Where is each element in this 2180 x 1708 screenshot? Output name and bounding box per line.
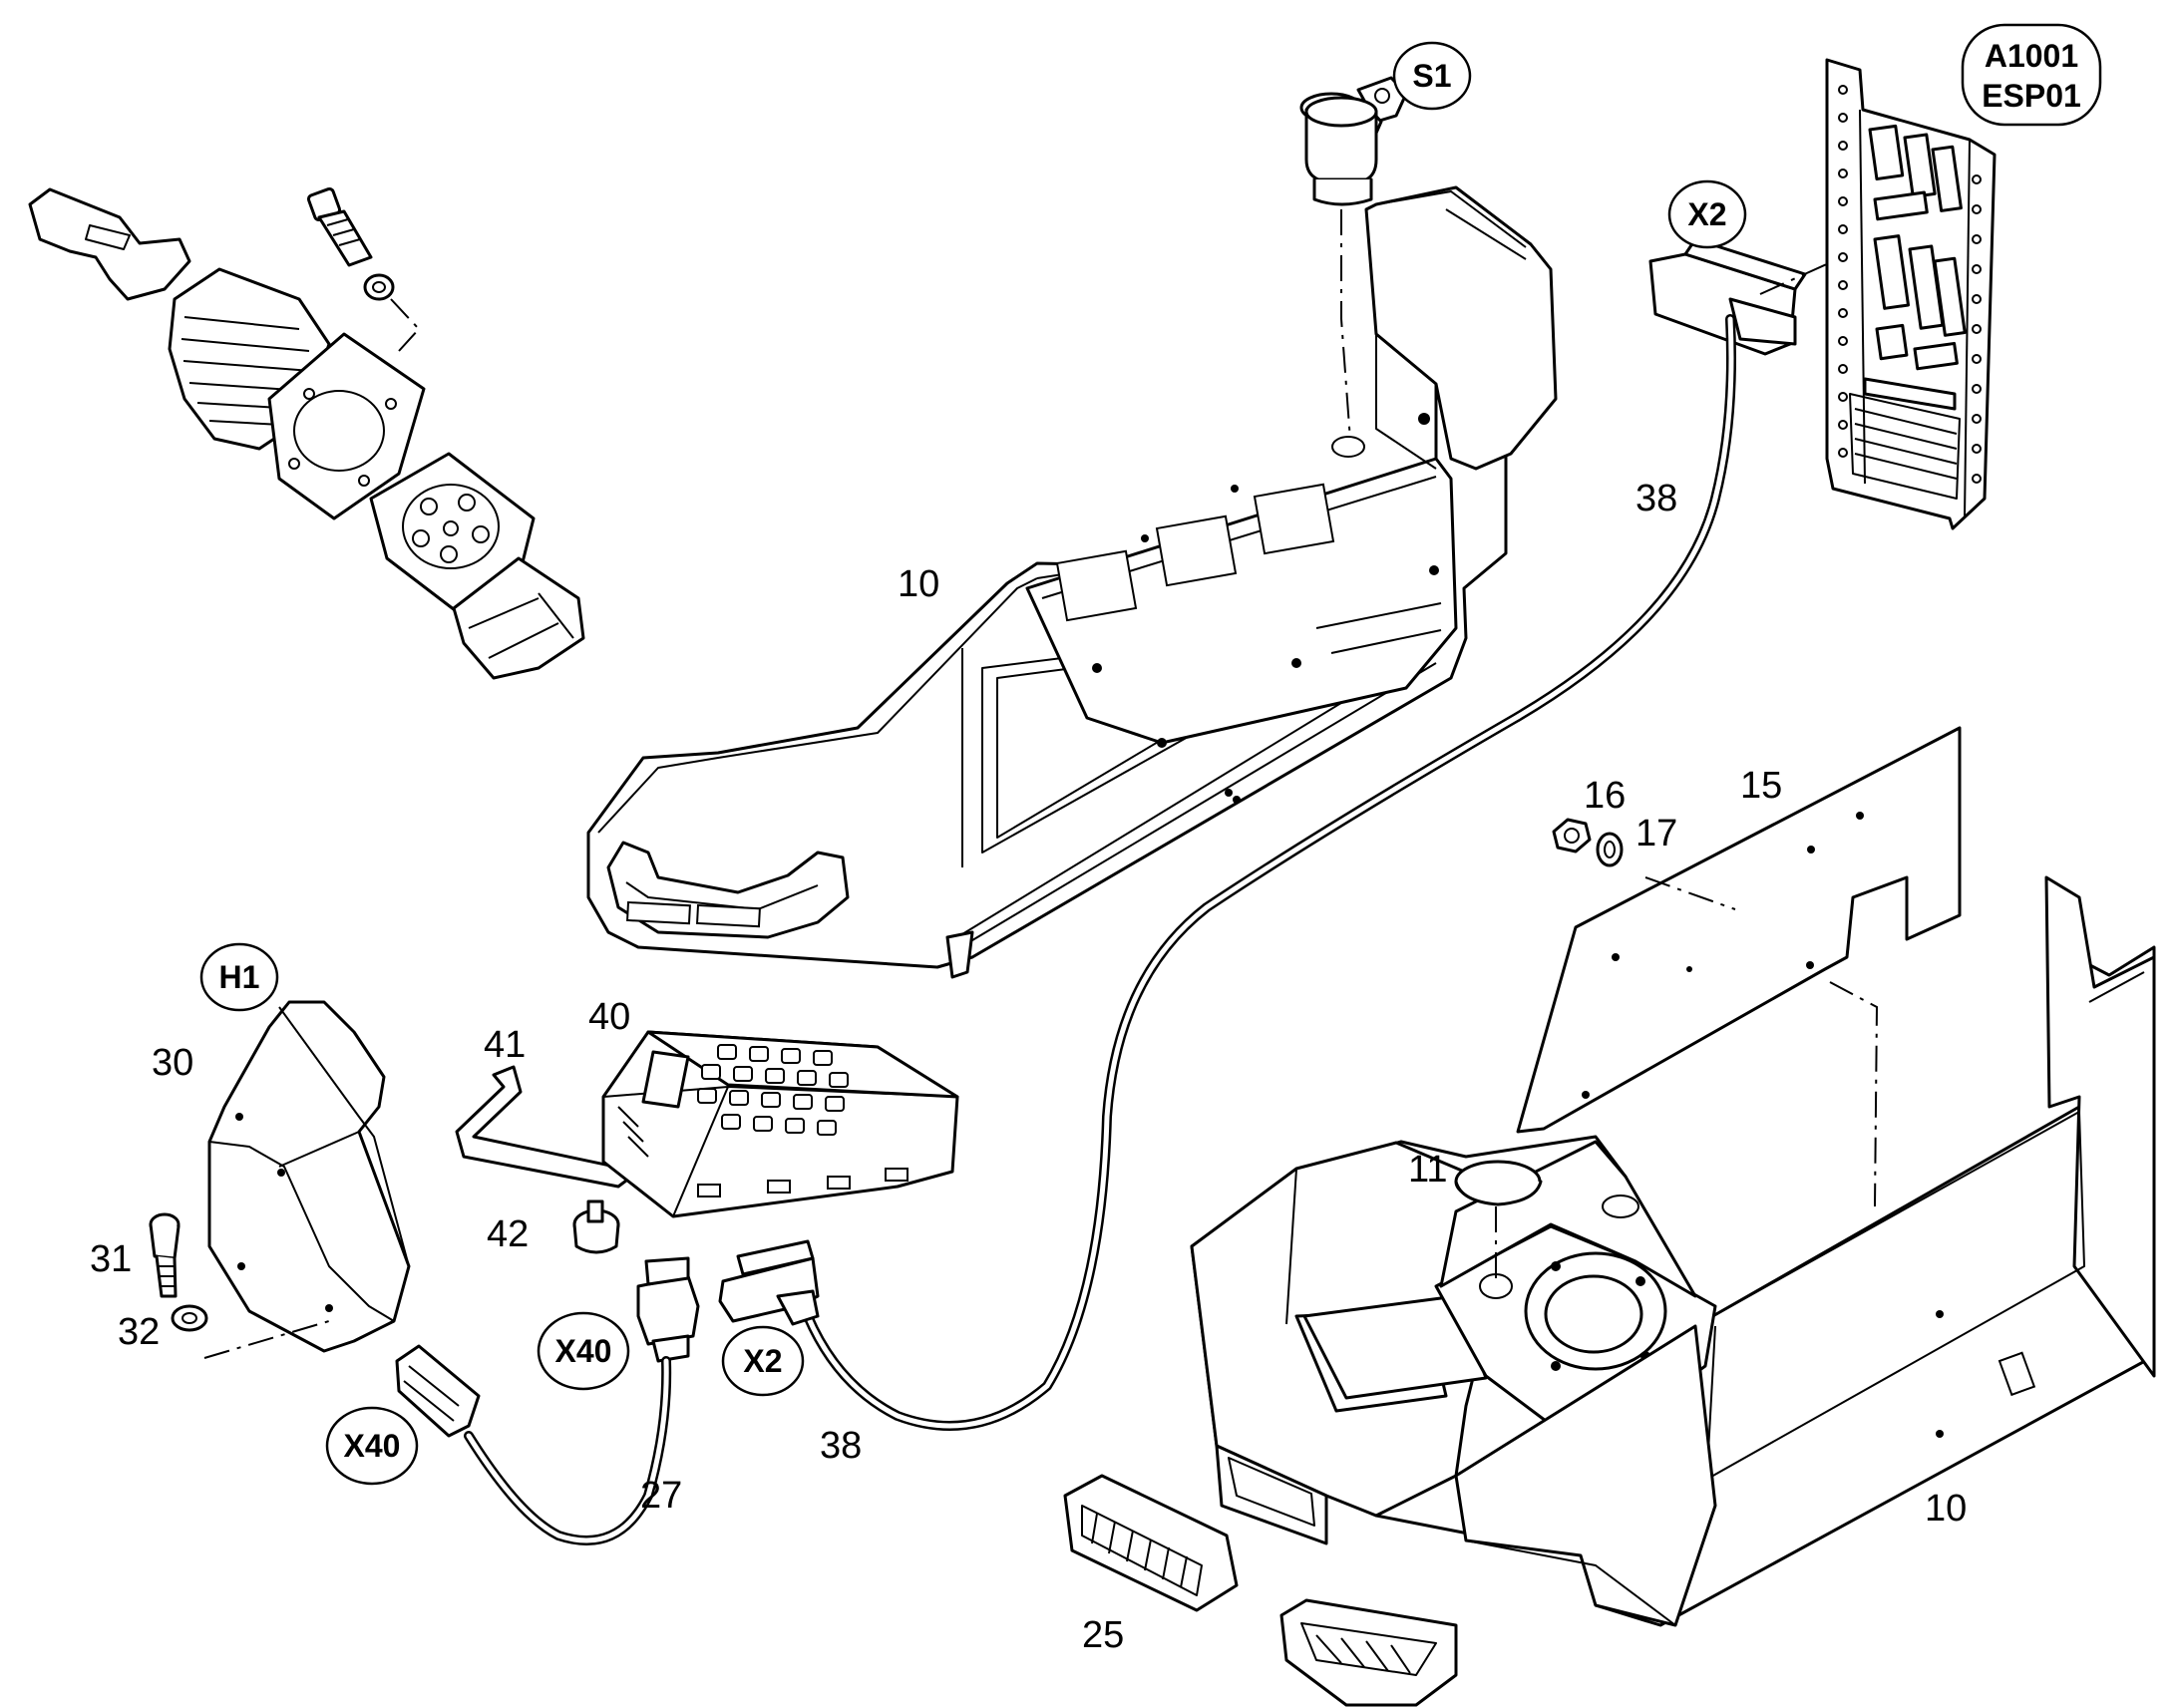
joystick-lever-icon	[28, 187, 426, 520]
tag-a1001: A1001 ESP01	[1961, 23, 2102, 127]
washer-17	[1596, 832, 1624, 867]
tag-s1-label: S1	[1412, 58, 1451, 94]
callout-27: 27	[640, 1475, 682, 1517]
vent-grille-25	[1063, 1474, 1239, 1612]
x40-connector-cable	[636, 1256, 700, 1363]
callout-10-upper: 10	[898, 563, 939, 605]
tag-x40-cable: X40	[537, 1311, 630, 1391]
switch-panel-icon	[601, 1030, 959, 1218]
joystick-base-module	[369, 452, 585, 680]
tag-x2-cable-label: X2	[743, 1343, 782, 1379]
callout-41: 41	[484, 1024, 526, 1066]
upper-console-housing	[586, 185, 1558, 979]
tag-x2-top: X2	[1667, 179, 1747, 249]
cover-h1	[203, 1000, 411, 1359]
callout-16: 16	[1584, 775, 1626, 817]
callout-40: 40	[588, 996, 630, 1038]
callout-15: 15	[1740, 765, 1782, 807]
tag-x40-plug: X40	[325, 1406, 419, 1486]
callout-38-lower: 38	[820, 1425, 862, 1467]
callout-38-upper: 38	[1635, 478, 1677, 519]
tag-x40-cable-label: X40	[555, 1333, 612, 1369]
callout-17: 17	[1635, 813, 1677, 854]
x2-connector-cable	[718, 1239, 820, 1326]
callout-10-lower: 10	[1925, 1488, 1967, 1530]
tag-h1-label: H1	[219, 959, 260, 995]
tag-x2-top-label: X2	[1687, 196, 1726, 232]
lower-console-housing	[1190, 875, 2156, 1627]
joystick-screw	[306, 186, 421, 352]
callout-31: 31	[90, 1238, 132, 1280]
tag-s1: S1	[1392, 41, 1472, 111]
key-switch-icon	[1299, 76, 1408, 455]
callout-42: 42	[487, 1213, 529, 1255]
screw-31	[149, 1212, 181, 1298]
rocker-switch-grid	[697, 1044, 849, 1136]
circuit-board-icon	[1825, 58, 1997, 530]
tag-a1001-line1: A1001	[1985, 38, 2078, 74]
washer-32	[171, 1304, 208, 1332]
x40-plug-lower	[395, 1344, 481, 1438]
knob-42	[572, 1199, 620, 1254]
tag-x2-cable: X2	[721, 1325, 805, 1397]
callout-11: 11	[1408, 1149, 1447, 1191]
nut-16	[1552, 818, 1592, 854]
tag-x40-plug-label: X40	[344, 1428, 401, 1464]
callout-30: 30	[152, 1042, 193, 1084]
tag-h1: H1	[199, 942, 279, 1012]
rubber-cap-11	[1454, 1160, 1543, 1281]
cable-27	[464, 1356, 672, 1545]
side-panel-15	[1516, 726, 1962, 1207]
callout-32: 32	[118, 1311, 160, 1353]
callout-25: 25	[1082, 1614, 1124, 1656]
board-perforations	[1838, 85, 1982, 484]
lower-vent-cover	[1279, 1598, 1458, 1707]
cable-38	[803, 314, 1736, 1431]
callout-labels: 10 38 16 17 15 41 40 30 31 32 42 11 27 3…	[90, 478, 1967, 1656]
tag-a1001-line2: ESP01	[1982, 78, 2081, 114]
